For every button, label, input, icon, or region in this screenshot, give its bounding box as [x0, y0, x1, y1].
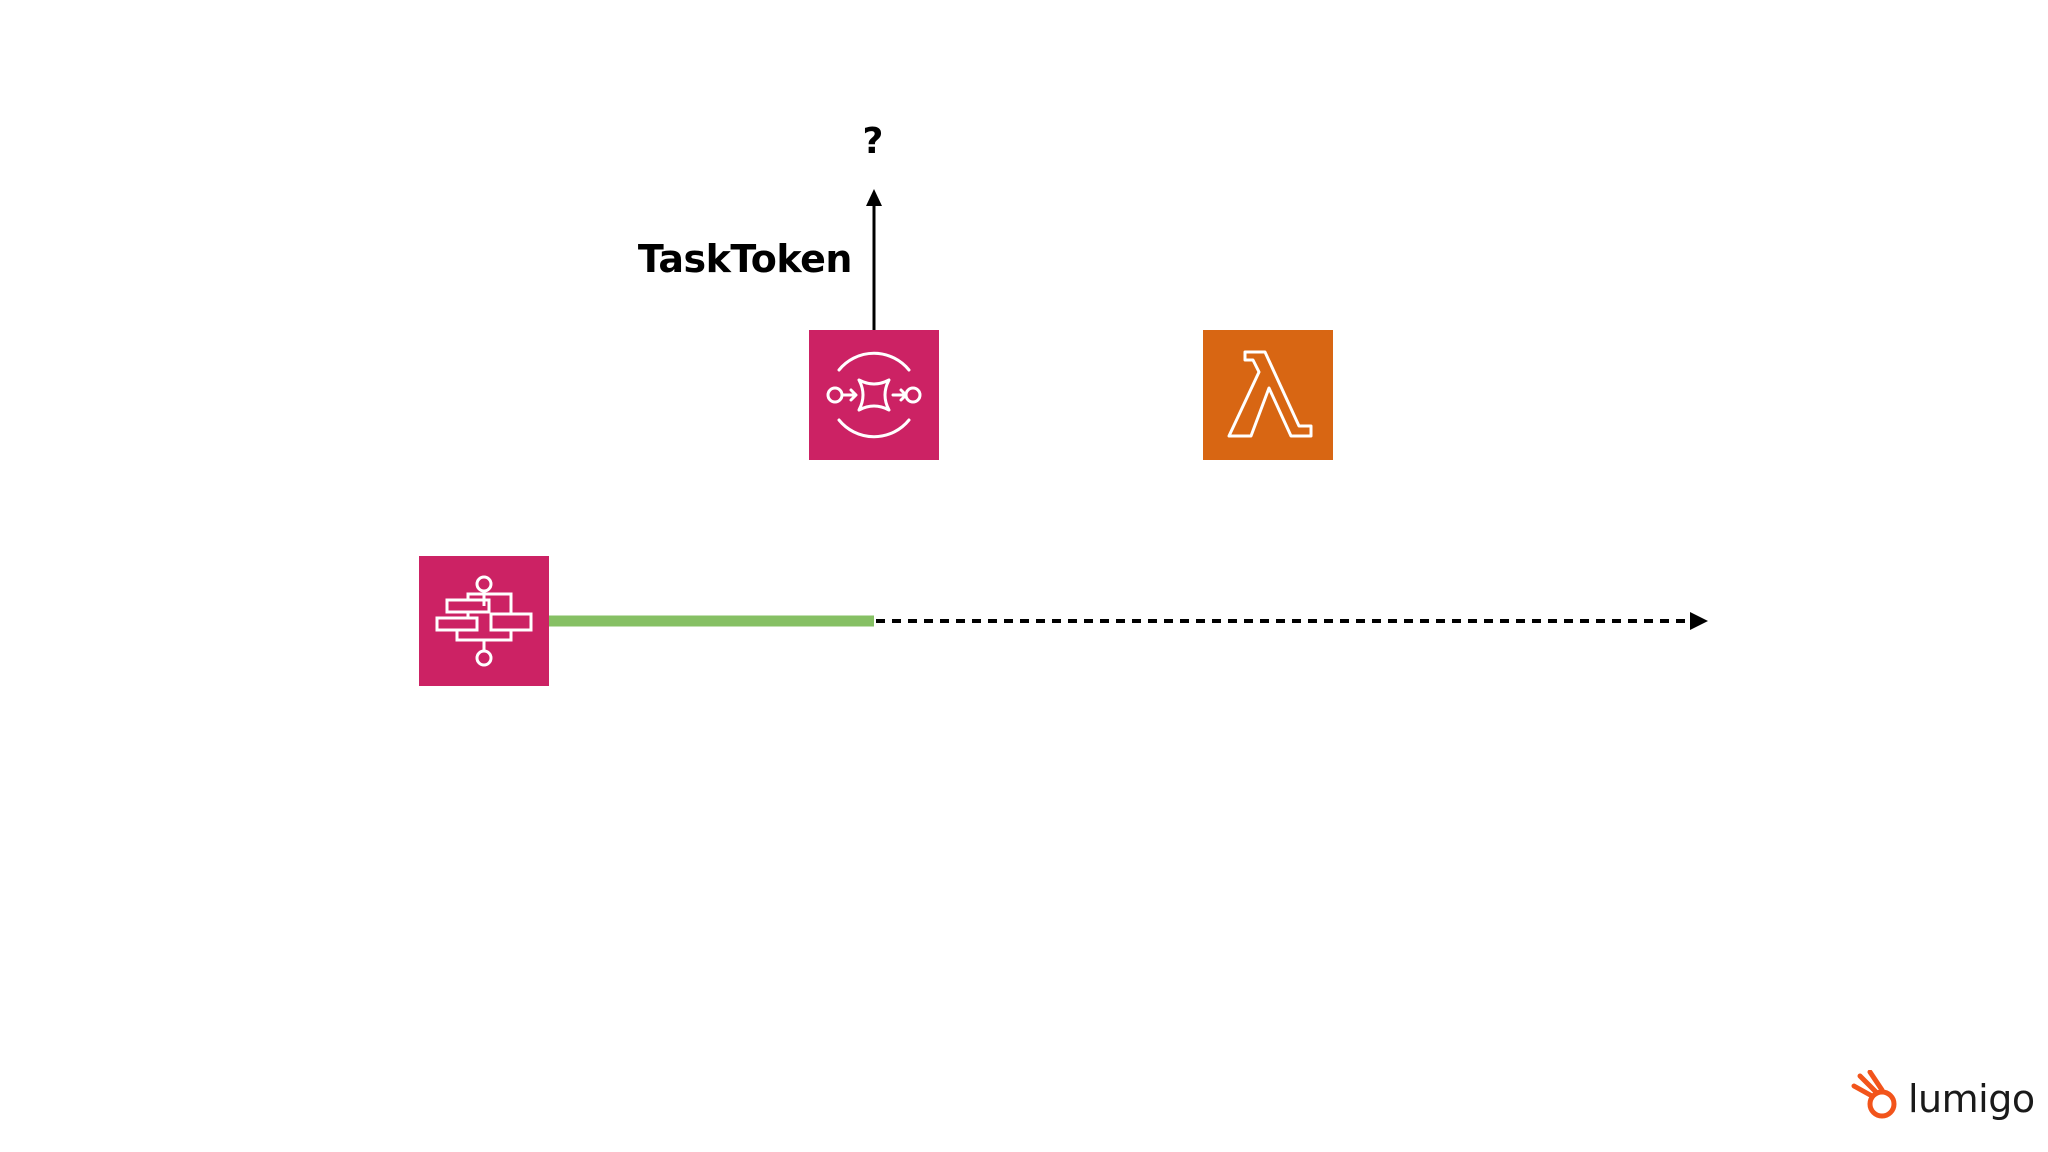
sqs-queue-icon [809, 330, 939, 460]
timeline-arrowhead [1690, 612, 1708, 630]
tasktoken-arrowhead [866, 189, 882, 206]
step-functions-icon [419, 556, 549, 686]
question-mark-label: ? [862, 121, 884, 162]
lambda-icon [1203, 330, 1333, 460]
lumigo-comet-logo-icon [1851, 1070, 1897, 1119]
lumigo-logo-text: lumigo [1908, 1077, 2035, 1121]
tasktoken-label: TaskToken [637, 237, 853, 281]
